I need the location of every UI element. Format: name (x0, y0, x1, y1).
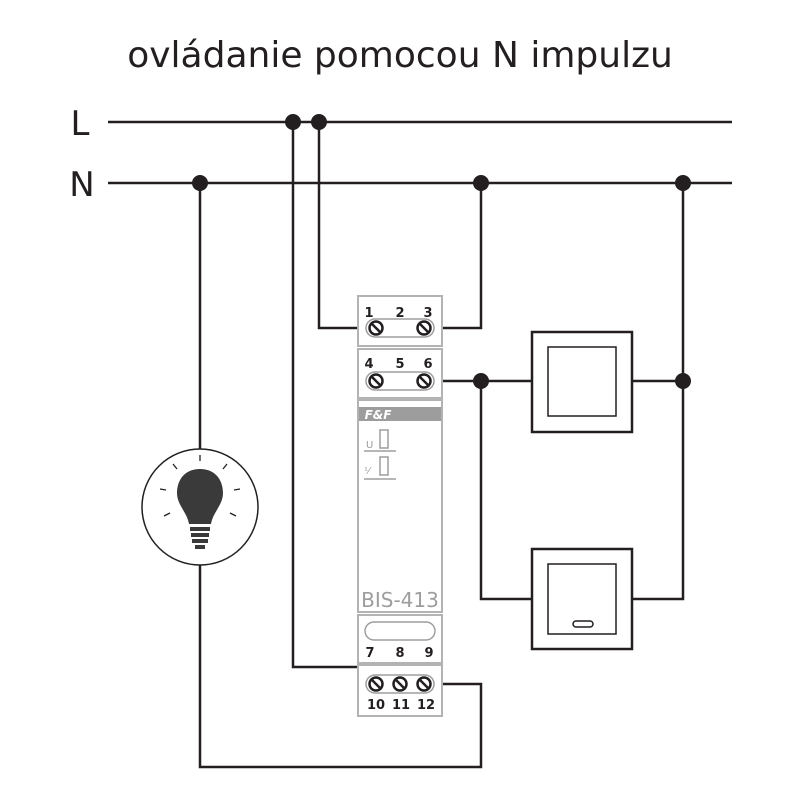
terminal-label: 6 (423, 357, 432, 372)
terminal-label: 5 (395, 357, 404, 372)
junction-dot (311, 114, 327, 130)
terminal-label: 4 (364, 357, 373, 372)
push-button-switch-2 (530, 547, 634, 651)
terminal-block-7-9 (357, 614, 443, 664)
terminal-strip (365, 371, 435, 391)
terminal-label: 8 (395, 646, 404, 661)
junction-dot (473, 373, 489, 389)
terminal-label: 12 (417, 698, 435, 713)
push-button-switch-1 (530, 330, 634, 434)
junction-dot (473, 175, 489, 191)
terminal-strip (365, 318, 435, 338)
indicator-light-icon (572, 620, 594, 628)
terminal-strip (365, 674, 435, 694)
junction-dot (192, 175, 208, 191)
terminal-label: 7 (365, 646, 374, 661)
screw-terminal-12 (416, 676, 432, 692)
terminal-label: 2 (395, 306, 404, 321)
led-power-indicator (379, 429, 389, 449)
wire-n-to-switch2 (632, 183, 685, 601)
symbol-pulse: ⅟ (364, 466, 372, 477)
bus-label-l: L (71, 104, 90, 144)
terminal-label: 9 (424, 646, 433, 661)
module-body (357, 399, 443, 613)
screw-terminal-10 (368, 676, 384, 692)
diagram-title: ovládanie pomocou N impulzu (127, 35, 673, 76)
symbol-u: U (366, 440, 373, 451)
screw-terminal-3 (416, 320, 432, 336)
junction-dots (192, 114, 691, 389)
bus-label-n: N (69, 165, 94, 205)
screw-terminal-11 (392, 676, 408, 692)
junction-dot (675, 175, 691, 191)
brand-logo: F&F (365, 408, 393, 422)
screw-terminal-6 (416, 373, 432, 389)
terminal-label: 11 (392, 698, 410, 713)
terminal-label: 1 (364, 306, 373, 321)
screw-terminal-4 (368, 373, 384, 389)
junction-dot (675, 373, 691, 389)
terminal-label: 10 (367, 698, 385, 713)
terminal-label: 3 (423, 306, 432, 321)
screw-terminal-1 (368, 320, 384, 336)
wire-6-to-switch2 (479, 381, 532, 601)
wire-lamp-to-12 (198, 565, 483, 769)
brand-stripe (359, 407, 441, 421)
light-bulb-icon (141, 448, 259, 566)
relay-module: 1 2 3 4 5 6 F&F U ⅟ BIS-413 7 8 9 10 11 … (357, 295, 443, 717)
junction-dot (285, 114, 301, 130)
led-relay-indicator (379, 456, 389, 476)
model-label: BIS-413 (361, 588, 439, 612)
label-slot (364, 621, 436, 641)
